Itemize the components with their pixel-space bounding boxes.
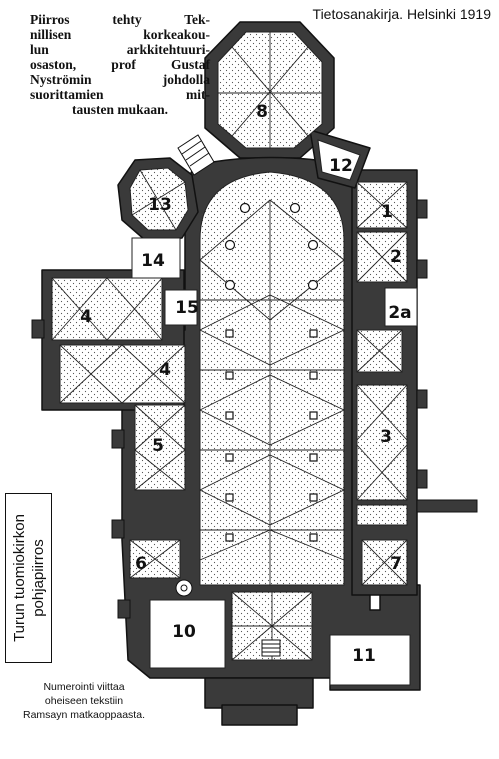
caption-line: tausten mukaan. (72, 102, 169, 117)
caption-line: Piirros tehty Tek- (30, 12, 210, 27)
room-number-10: 10 (172, 622, 196, 642)
note-line: oheiseen tekstiin (44, 695, 124, 707)
caption-line: lun arkkitehtuuri- (30, 42, 210, 57)
plan-caption: Piirros tehty Tek- nillisen korkeakou- l… (30, 12, 210, 117)
room-number-2: 2 (390, 247, 402, 267)
room-numbers: 8 12 13 1 2 14 15 2a 4 4 3 5 7 6 10 11 (80, 102, 412, 666)
nave-piers (224, 202, 319, 542)
note-line: Ramsayn matkaoppaasta. (23, 709, 145, 721)
room-number-3: 3 (380, 427, 392, 447)
room-number-4-lower: 4 (159, 360, 171, 380)
caption-line: osaston, prof Gustaf (30, 57, 210, 72)
caption-line: suorittamien mit- (30, 87, 210, 102)
stairs (175, 134, 281, 657)
buttresses (31, 199, 478, 619)
plan-title-line: pohjapiirros (29, 539, 47, 617)
room-number-6: 6 (135, 554, 147, 574)
plan-title: Turun tuomiokirkon pohjapiirros (10, 514, 48, 642)
room-number-4-upper: 4 (80, 307, 92, 327)
room-number-5: 5 (152, 436, 164, 456)
caption-line: nillisen korkeakou- (30, 27, 210, 42)
numbering-note: Numerointi viittaa oheiseen tekstiin Ram… (14, 680, 154, 722)
room-number-8: 8 (256, 102, 268, 122)
plan-title-line: Turun tuomiokirkon (10, 514, 28, 642)
note-line: Numerointi viittaa (43, 681, 125, 693)
room-number-15: 15 (175, 298, 199, 318)
room-number-11: 11 (352, 646, 376, 666)
room-number-1: 1 (381, 202, 393, 222)
room-number-12: 12 (329, 156, 353, 176)
vault-ribs (51, 32, 408, 661)
room-number-13: 13 (148, 195, 172, 215)
title-box: Turun tuomiokirkon pohjapiirros (5, 493, 52, 663)
room-number-14: 14 (141, 251, 165, 271)
caption-line: Nyströmin johdolla (30, 72, 210, 87)
room-number-2a: 2a (388, 303, 411, 323)
room-number-7: 7 (390, 554, 402, 574)
source-label: Tietosanakirja. Helsinki 1919 (312, 6, 491, 22)
